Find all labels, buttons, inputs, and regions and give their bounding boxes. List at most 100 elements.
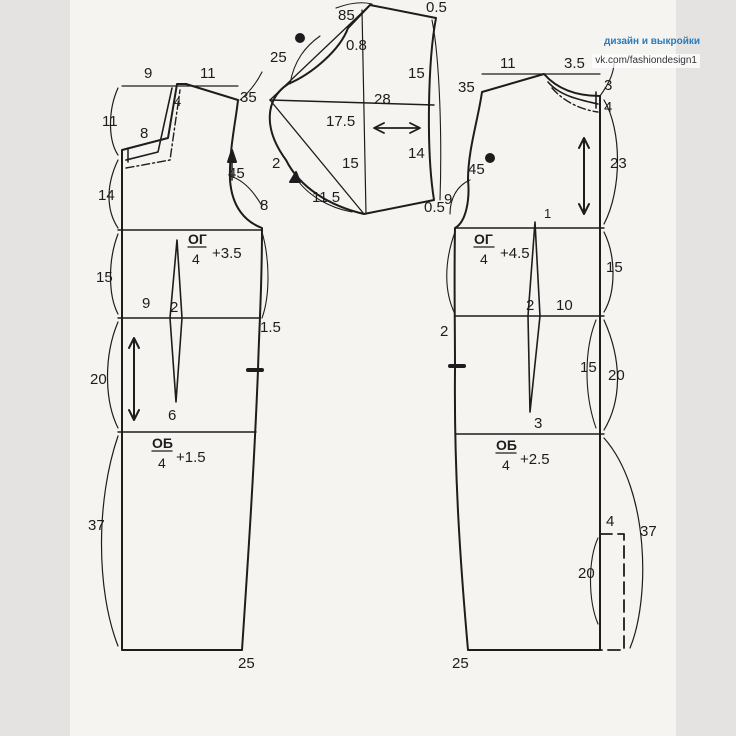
sleeve-triangle-marker: [289, 171, 301, 183]
front-label-16: 25: [238, 655, 255, 672]
sleeve-label-7: 14: [408, 145, 425, 162]
sleeve-diag-2: [269, 99, 365, 215]
front-dim-arc-5: [100, 435, 119, 647]
front-bust-abbr: ОГ: [188, 231, 207, 247]
sleeve-label-4: 15: [408, 65, 425, 82]
back-label-17: 37: [640, 523, 657, 540]
back-neck-curve-2: [551, 87, 599, 113]
back-dim-arc-6: [446, 231, 456, 315]
front-dim-arc-8: [261, 231, 269, 319]
front-label-11: 2: [170, 299, 178, 316]
sleeve-label-10: 11.5: [312, 189, 340, 206]
front-bust-add: +3.5: [212, 245, 242, 262]
sleeve-diag-1: [269, 4, 371, 101]
watermark-title: дизайн и выкройки: [604, 36, 700, 47]
back-label-11: 2: [526, 297, 534, 314]
front-label-14: 6: [168, 407, 176, 424]
back-label-2: 3: [604, 77, 612, 94]
front-label-12: 1.5: [260, 319, 281, 336]
sleeve-dim-arc-right: [431, 19, 442, 201]
front-dim-arc-6: [239, 71, 263, 101]
sleeve-label-1: 0.5: [426, 0, 447, 16]
back-label-15: 3: [534, 415, 542, 432]
front-bust-den: 4: [192, 251, 200, 267]
front-dim-arc-7: [229, 175, 263, 207]
back-neck-curve-1: [547, 81, 599, 105]
back-dim-arc-1: [603, 99, 619, 225]
back-label-9: 15: [606, 259, 623, 276]
front-dart: [169, 239, 183, 403]
back-dim-arc-2: [603, 231, 614, 313]
front-label-15: 37: [88, 517, 105, 534]
back-label-10: 2: [440, 323, 448, 340]
sleeve-arrowhead-right: [409, 122, 421, 134]
back-label-4: 4: [604, 99, 612, 116]
sleeve-cap-line: [269, 99, 435, 106]
back-label-5: 23: [610, 155, 627, 172]
back-dim-arc-3: [603, 319, 618, 431]
back-pattern: [446, 61, 644, 651]
back-label-7: 45: [468, 161, 485, 178]
sleeve-label-3: 25: [270, 49, 287, 66]
back-label-1: 3.5: [564, 55, 585, 72]
back-dart: [527, 221, 541, 413]
front-label-9: 15: [96, 269, 113, 286]
back-dim-arc-4: [603, 437, 644, 649]
sleeve-center-line: [361, 9, 367, 215]
back-grain-arrowhead-top: [578, 137, 590, 149]
back-dot-marker: [485, 153, 495, 163]
front-hip-add: +1.5: [176, 449, 206, 466]
front-label-3: 35: [240, 89, 257, 106]
back-dim-arc-5: [586, 319, 597, 429]
front-hip-den: 4: [158, 455, 166, 471]
front-label-5: 8: [140, 125, 148, 142]
sleeve-arrowhead-left: [373, 122, 385, 134]
front-label-0: 9: [144, 65, 152, 82]
back-bust-abbr: ОГ: [474, 231, 493, 247]
sleeve-dim-arc-left: [289, 35, 321, 85]
front-dim-arc-2: [108, 159, 119, 229]
back-bust-add: +4.5: [500, 245, 530, 262]
sleeve-pattern: [268, 2, 442, 215]
front-label-10: 9: [142, 295, 150, 312]
back-label-3: 35: [458, 79, 475, 96]
front-label-7: 45: [228, 165, 245, 182]
back-label-13: 15: [580, 359, 597, 376]
back-dim-arc-9: [589, 537, 599, 625]
back-hip-abbr: ОБ: [496, 437, 517, 453]
front-hip-abbr: ОБ: [152, 435, 173, 451]
front-label-6: 14: [98, 187, 115, 204]
back-label-16: 4: [606, 513, 614, 530]
back-grain-arrowhead-bottom: [578, 203, 590, 215]
sleeve-dot-marker: [295, 33, 305, 43]
back-label-8: 1: [544, 206, 551, 221]
sleeve-dim-arc-top: [335, 2, 373, 9]
back-hip-den: 4: [502, 457, 510, 473]
front-neck-line-2: [125, 89, 181, 169]
back-dim-arc-8: [449, 179, 471, 215]
back-label-0: 11: [500, 55, 516, 72]
sleeve-label-5: 28: [374, 91, 391, 108]
front-label-1: 11: [200, 65, 216, 82]
back-hip-add: +2.5: [520, 451, 550, 468]
watermark: дизайн и выкройки vk.com/fashiondesign1: [592, 36, 700, 69]
back-label-18: 20: [578, 565, 595, 582]
front-label-13: 20: [90, 371, 107, 388]
front-grain-arrowhead-bottom: [128, 409, 140, 421]
back-slit: [599, 533, 625, 651]
sleeve-label-11: 0.5: [424, 199, 445, 216]
back-label-19: 25: [452, 655, 469, 672]
sleeve-label-8: 2: [272, 155, 280, 172]
back-label-6: 9: [444, 191, 452, 208]
front-outline: [121, 83, 263, 651]
sleeve-label-2: 0.8: [346, 37, 367, 54]
front-dim-arc-1: [109, 87, 119, 156]
back-label-14: 20: [608, 367, 625, 384]
front-pattern: [100, 71, 269, 651]
front-grain-arrowhead-top: [128, 337, 140, 349]
sleeve-label-6: 17.5: [326, 113, 355, 130]
front-neck-line-1: [125, 87, 173, 161]
watermark-link[interactable]: vk.com/fashiondesign1: [592, 53, 700, 68]
